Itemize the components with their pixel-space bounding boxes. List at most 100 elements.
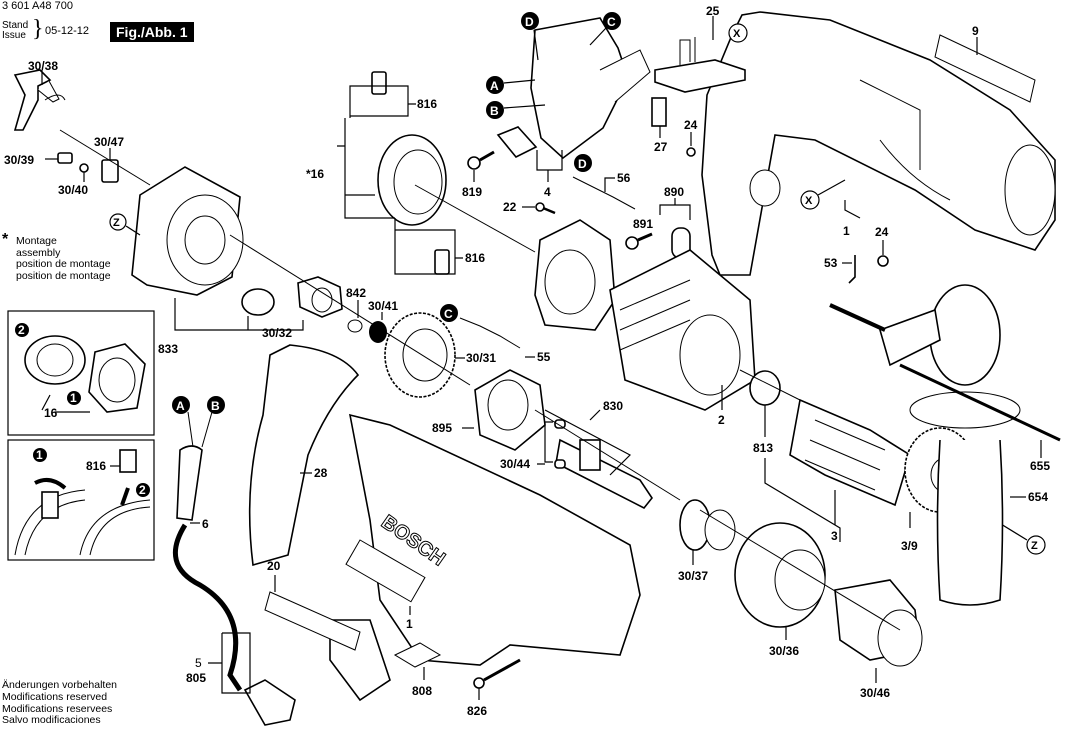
- part-label-9: 9: [972, 24, 979, 38]
- part-bearing-833: [241, 288, 275, 316]
- part-label-16: *16: [306, 167, 324, 181]
- svg-text:C: C: [444, 307, 453, 321]
- part-fan-baffle: [131, 166, 244, 296]
- svg-text:Z: Z: [113, 217, 120, 229]
- leader: [659, 204, 691, 220]
- marker-d-top: D: [521, 12, 539, 30]
- part-30-41: [369, 321, 387, 343]
- modifications-notice: Änderungen vorbehalten Modifications res…: [2, 679, 117, 727]
- svg-text:C: C: [607, 15, 616, 29]
- leader: [503, 79, 536, 84]
- part-label-816-inset: 816: [86, 459, 106, 473]
- part-screw-826: [473, 658, 521, 689]
- part-plug: [243, 679, 296, 726]
- step-badge-2: 2: [136, 483, 150, 497]
- part-brush-816-bottom: [434, 249, 450, 275]
- part-label-808: 808: [412, 684, 432, 698]
- part-brush-plate-16: [377, 134, 447, 226]
- leader: [503, 104, 546, 109]
- footer-line: Modifications reservees: [2, 702, 113, 715]
- svg-text:2: 2: [139, 483, 146, 497]
- footer-line: Salvo modificaciones: [2, 714, 101, 727]
- part-label-28: 28: [314, 466, 328, 480]
- footer-line: Modifications reserved: [2, 690, 108, 703]
- part-housing-1: [701, 11, 1056, 276]
- part-label-1-housing-lower: 1: [406, 617, 413, 631]
- svg-text:B: B: [211, 399, 220, 413]
- step-badge-2: 2: [15, 323, 29, 337]
- part-wire-56: [572, 176, 636, 210]
- part-label-plate-9: [934, 34, 1036, 103]
- leader: [764, 458, 841, 542]
- part-label-30-36: 30/36: [769, 644, 799, 658]
- marker-x-housing: X: [800, 190, 820, 210]
- part-30-40: [79, 163, 89, 173]
- marker-b-switch: B: [486, 101, 504, 119]
- leader: [604, 177, 615, 192]
- part-label-816-top: 816: [417, 97, 437, 111]
- assembly-axis: [229, 234, 471, 386]
- part-53: [848, 255, 856, 284]
- part-30-37: [679, 499, 736, 551]
- part-gear-30-31: [384, 312, 456, 398]
- part-30-44-b: [554, 459, 566, 469]
- part-label-22: 22: [503, 200, 517, 214]
- part-label-30-40: 30/40: [58, 183, 88, 197]
- issue-date: 05-12-12: [45, 25, 90, 37]
- leader: [337, 118, 463, 275]
- part-cord-wires: [187, 411, 213, 448]
- leader: [174, 298, 304, 331]
- part-power-cord: [172, 523, 243, 692]
- part-label-30-46: 30/46: [860, 686, 890, 700]
- part-cord-6: [176, 445, 203, 521]
- stand-issue-label: Stand Issue: [2, 21, 28, 41]
- part-25: [654, 37, 746, 93]
- part-24-lower: [877, 255, 889, 267]
- part-label-6: 6: [202, 517, 209, 531]
- svg-text:1: 1: [70, 391, 77, 405]
- leader: [208, 632, 251, 694]
- part-label-3: 3: [831, 529, 838, 543]
- svg-text:X: X: [805, 195, 813, 207]
- part-screw-819: [467, 150, 495, 170]
- marker-a-switch: A: [486, 76, 504, 94]
- inset-ring-part: [24, 335, 146, 413]
- part-switch-4: [496, 17, 651, 160]
- part-30-32: [297, 276, 343, 318]
- svg-text:D: D: [578, 157, 587, 171]
- leader: [349, 85, 416, 118]
- part-label-30-41: 30/41: [368, 299, 398, 313]
- part-field-coil-2: [609, 249, 756, 411]
- part-label-3-9: 3/9: [901, 539, 918, 553]
- svg-text:A: A: [490, 79, 499, 93]
- part-label-56: 56: [617, 171, 631, 185]
- issue-label: Issue: [2, 30, 26, 41]
- part-label-sticker-20: [264, 591, 361, 651]
- part-label-30-31: 30/31: [466, 351, 496, 365]
- part-label-30-47: 30/47: [94, 135, 124, 149]
- part-30-39: [57, 152, 73, 164]
- leader: [589, 409, 601, 421]
- marker-c-top: C: [603, 12, 621, 30]
- part-housing-half-1: BOSCH: [329, 413, 641, 702]
- part-label-30-37: 30/37: [678, 569, 708, 583]
- part-label-55: 55: [537, 350, 551, 364]
- part-label-30-32: 30/32: [262, 326, 292, 340]
- note-line: position de montage: [16, 258, 111, 270]
- part-895: [474, 369, 546, 451]
- svg-text:X: X: [733, 28, 741, 40]
- svg-text:D: D: [525, 15, 534, 29]
- note-line: position de montage: [16, 269, 111, 282]
- assembly-axis: [534, 409, 681, 501]
- assembly-axis: [59, 129, 151, 186]
- leader: [533, 29, 539, 61]
- asterisk-icon: *: [2, 231, 9, 248]
- part-label-30-38: 30/38: [28, 59, 58, 73]
- svg-text:B: B: [490, 104, 499, 118]
- step-badge-1: 1: [67, 391, 81, 405]
- part-label-833: 833: [158, 342, 178, 356]
- part-27: [651, 97, 667, 127]
- part-24-upper: [686, 147, 696, 157]
- marker-z-right: Z: [1026, 535, 1046, 555]
- part-label-654: 654: [1028, 490, 1048, 504]
